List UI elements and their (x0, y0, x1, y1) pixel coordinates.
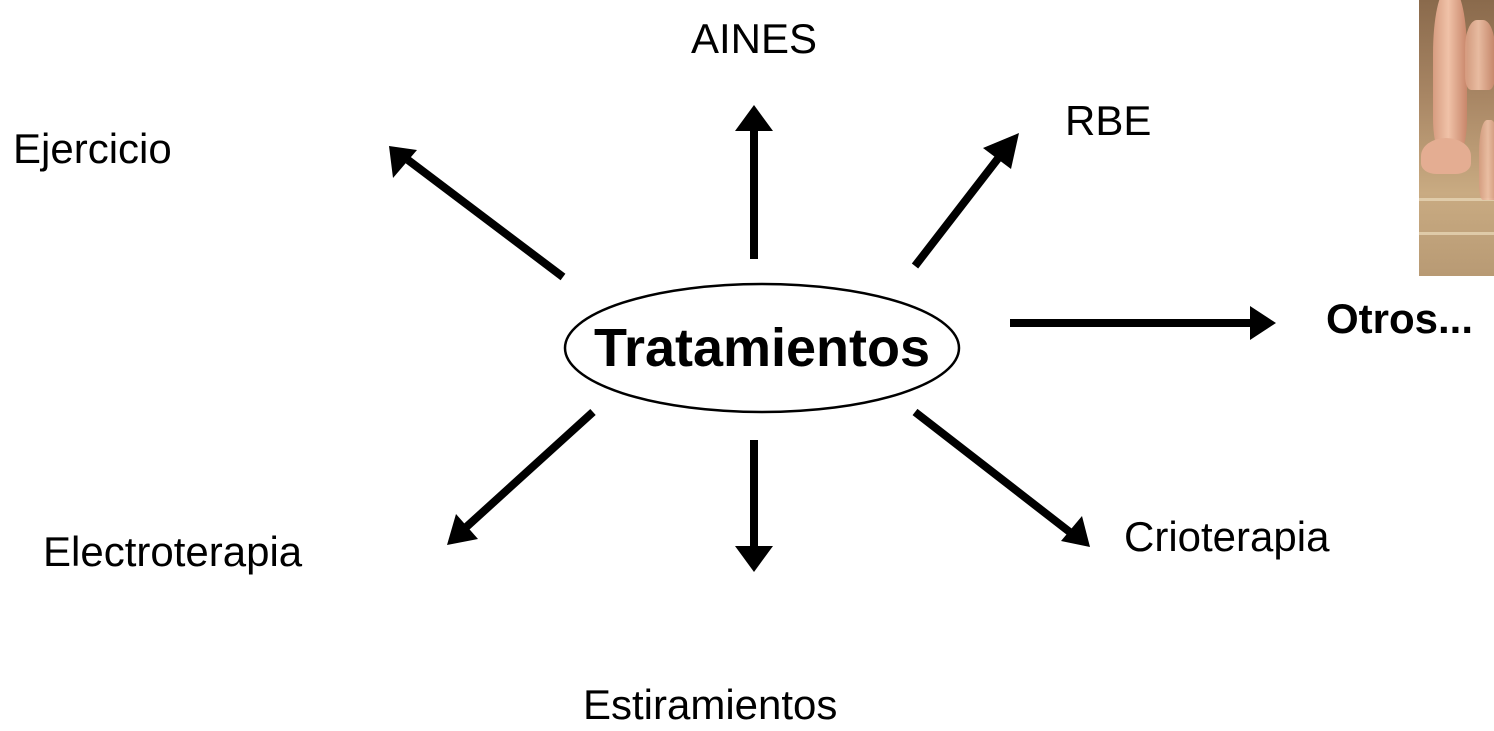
arrow-to-electroterapia (447, 409, 596, 545)
branch-label-ejercicio: Ejercicio (13, 125, 172, 172)
branch-label-electroterapia: Electroterapia (43, 528, 303, 575)
branch-label-otros: Otros... (1326, 295, 1474, 342)
branch-label-estiramientos: Estiramientos (583, 681, 838, 728)
branch-label-rbe: RBE (1065, 97, 1152, 144)
arrow-to-aines (735, 105, 773, 259)
center-node-label: Tratamientos (593, 318, 931, 378)
athlete-legs-photo (1419, 0, 1494, 276)
foot-shape (1421, 138, 1471, 174)
arrow-to-crioterapia (912, 408, 1090, 547)
branch-label-aines: AINES (691, 15, 818, 62)
arrow-to-rbe (911, 133, 1019, 269)
leg-shape (1465, 20, 1494, 90)
arrow-to-ejercicio (389, 146, 566, 281)
arrow-to-estiramientos (735, 440, 773, 572)
leg-shape (1479, 120, 1494, 200)
arrow-to-otros (1010, 306, 1276, 340)
branch-label-crioterapia: Crioterapia (1124, 513, 1330, 560)
leg-shape (1433, 0, 1467, 150)
center-ellipse (563, 282, 961, 414)
